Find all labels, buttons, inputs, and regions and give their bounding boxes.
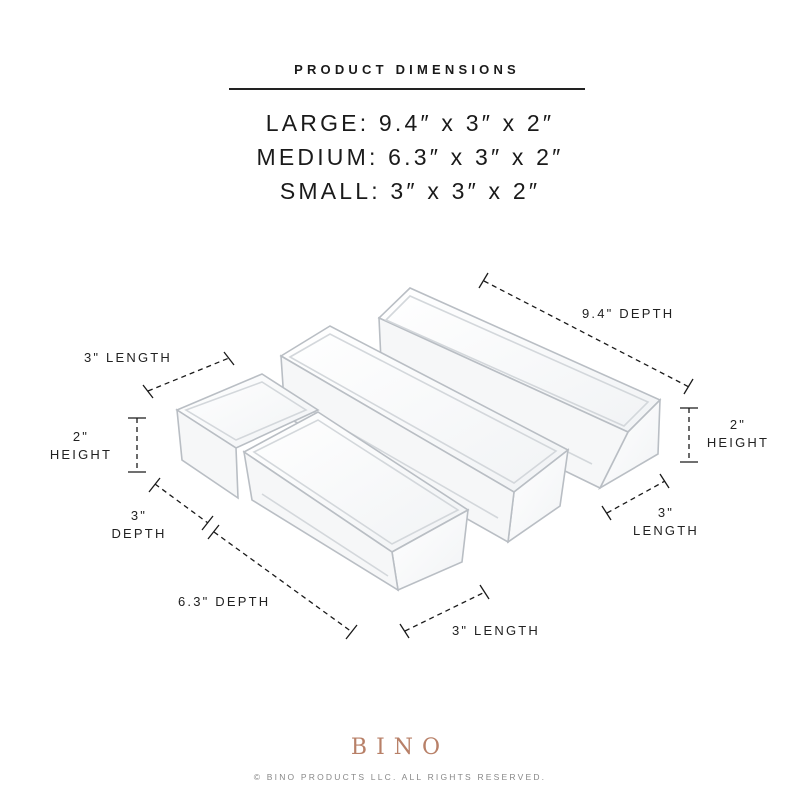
size-medium-name: MEDIUM: bbox=[256, 144, 379, 170]
small-height-value: 2" bbox=[72, 429, 90, 444]
size-small-line: SMALL: 3″ x 3″ x 2″ bbox=[150, 178, 670, 205]
front-medium-tray bbox=[242, 411, 470, 592]
small-depth-value: 3" bbox=[130, 508, 148, 523]
medium-length-label: 3" LENGTH bbox=[452, 623, 540, 638]
large-length-value: 3" bbox=[657, 505, 675, 520]
copyright-notice: © BINO PRODUCTS LLC. ALL RIGHTS RESERVED… bbox=[253, 772, 547, 782]
large-depth-label: 9.4" DEPTH bbox=[582, 306, 675, 321]
large-height-value: 2" bbox=[729, 417, 747, 432]
small-depth-label: 3" DEPTH bbox=[98, 507, 180, 543]
size-large-line: LARGE: 9.4″ x 3″ x 2″ bbox=[150, 110, 670, 137]
small-length-label: 3" LENGTH bbox=[84, 350, 172, 365]
size-small-name: SMALL: bbox=[279, 178, 381, 204]
small-height-word: HEIGHT bbox=[49, 447, 113, 462]
medium-depth-label: 6.3" DEPTH bbox=[178, 594, 271, 609]
title-underline bbox=[229, 88, 585, 90]
large-length-word: LENGTH bbox=[633, 523, 699, 538]
medium-tray bbox=[279, 325, 570, 544]
size-medium-dims: 6.3″ x 3″ x 2″ bbox=[388, 144, 564, 170]
small-tray bbox=[175, 373, 320, 500]
small-height-label: 2" HEIGHT bbox=[40, 428, 122, 464]
large-tray bbox=[377, 287, 662, 491]
large-height-word: HEIGHT bbox=[706, 435, 770, 450]
page-title: PRODUCT DIMENSIONS bbox=[294, 62, 520, 77]
large-length-label: 3" LENGTH bbox=[624, 504, 708, 540]
size-large-name: LARGE: bbox=[265, 110, 370, 136]
small-depth-word: DEPTH bbox=[111, 526, 167, 541]
size-medium-line: MEDIUM: 6.3″ x 3″ x 2″ bbox=[150, 144, 670, 171]
large-height-label: 2" HEIGHT bbox=[696, 416, 780, 452]
size-small-dims: 3″ x 3″ x 2″ bbox=[390, 178, 541, 204]
dimension-lines bbox=[128, 272, 698, 640]
brand-logo: BINO bbox=[350, 735, 450, 760]
size-large-dims: 9.4″ x 3″ x 2″ bbox=[378, 110, 555, 136]
